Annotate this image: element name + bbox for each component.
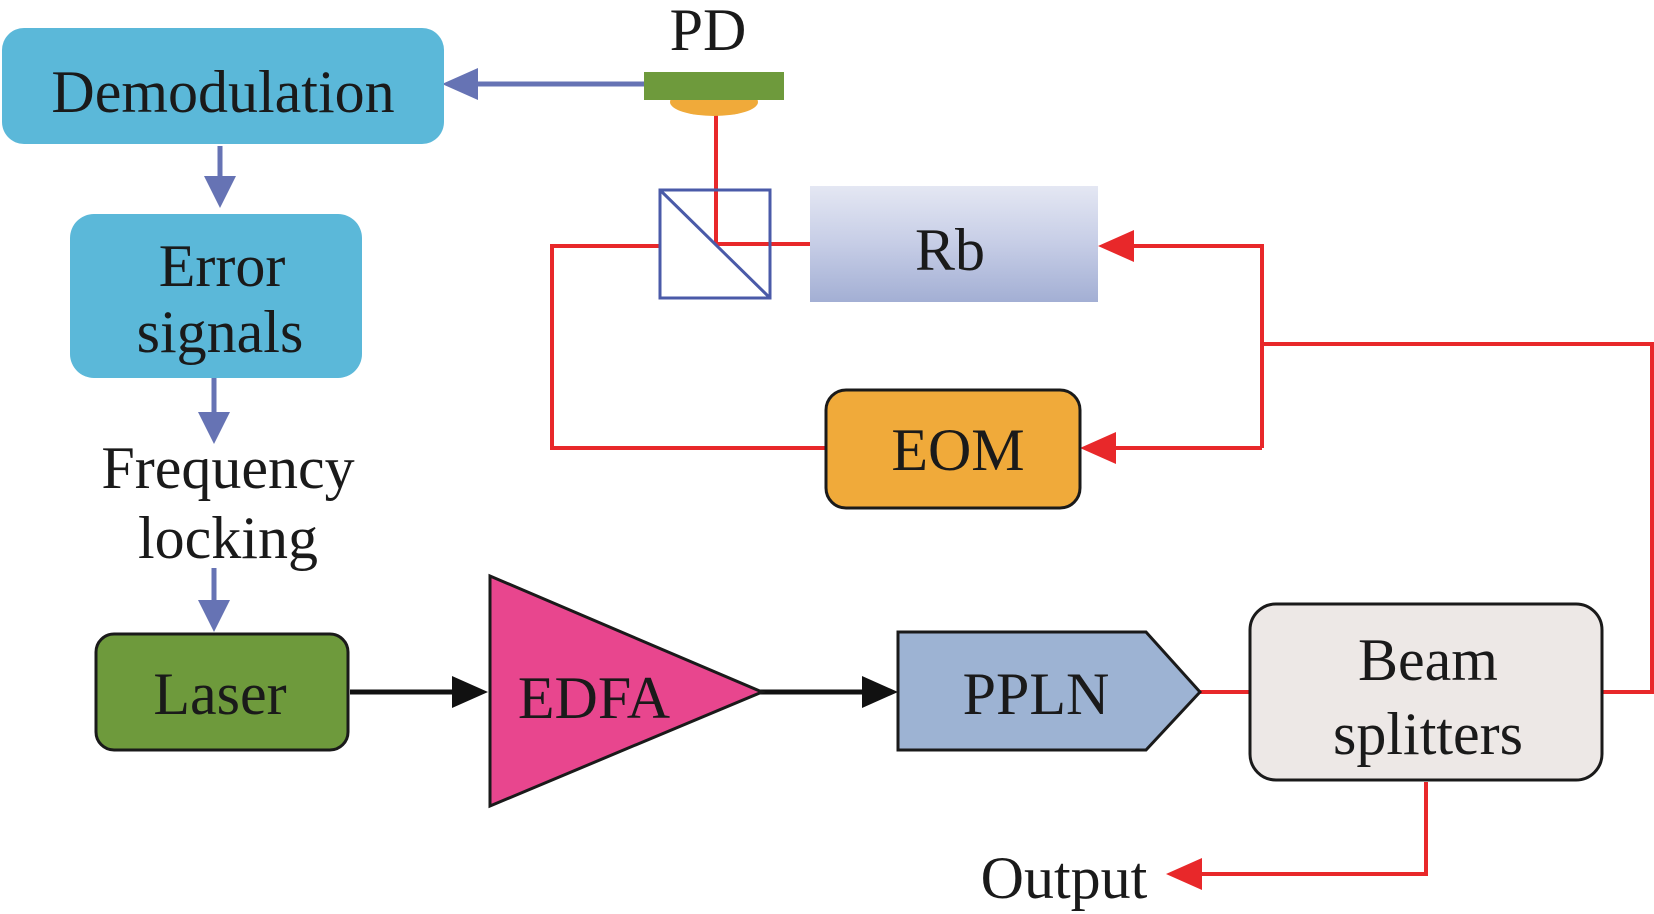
rb-label: Rb [915, 217, 985, 283]
splitter-feed-path [1262, 342, 1654, 694]
splitter-to-output-path [1196, 782, 1428, 876]
pump-arrows [350, 676, 898, 708]
edfa-to-ppln-arrowhead [862, 676, 898, 708]
optical-arrowheads [1080, 230, 1202, 890]
demodulation-node: Demodulation [2, 28, 444, 144]
edfa-label: EDFA [518, 665, 670, 731]
beam-splitters-label-line2: splitters [1333, 701, 1523, 767]
photodetector-node: PD [644, 0, 784, 116]
feed-to-rb-path [1130, 244, 1264, 448]
splitter-cube [658, 188, 772, 300]
frequency-locking-label-line1: Frequency [101, 435, 354, 501]
error-signals-label-line2: signals [137, 299, 304, 365]
beam-splitters-label-line1: Beam [1358, 627, 1498, 693]
frequency-locking-node: Frequency locking [101, 435, 354, 571]
rb-cell-node: Rb [810, 186, 1098, 302]
beam-splitters-node: Beam splitters [1248, 602, 1604, 782]
eom-input-arrowhead [1080, 432, 1116, 464]
rb-input-arrowhead [1098, 230, 1134, 262]
pd-detector [644, 72, 784, 100]
output-arrowhead [1166, 858, 1202, 890]
pd-label: PD [670, 0, 747, 63]
ppln-node: PPLN [896, 630, 1203, 752]
error-signals-node: Error signals [70, 214, 362, 378]
eom-loop-path [550, 244, 826, 450]
frequency-locking-label-line2: locking [138, 505, 318, 571]
error-signals-label-line1: Error [159, 233, 286, 299]
edfa-node: EDFA [488, 573, 766, 809]
laser-to-edfa-arrowhead [452, 676, 488, 708]
eom-node: EOM [824, 388, 1082, 510]
control-arrows [198, 68, 645, 632]
output-label: Output [981, 845, 1148, 911]
pd-to-demodulation-arrowhead [442, 68, 478, 100]
demodulation-label: Demodulation [51, 59, 394, 125]
laser-label: Laser [153, 661, 286, 727]
error-to-locking-arrowhead [198, 412, 230, 444]
demodulation-to-error-arrowhead [204, 176, 236, 208]
eom-label: EOM [891, 417, 1024, 483]
optical-paths [550, 112, 1654, 876]
laser-node: Laser [94, 632, 350, 752]
locking-to-laser-arrowhead [198, 600, 230, 632]
ppln-label: PPLN [963, 661, 1110, 727]
